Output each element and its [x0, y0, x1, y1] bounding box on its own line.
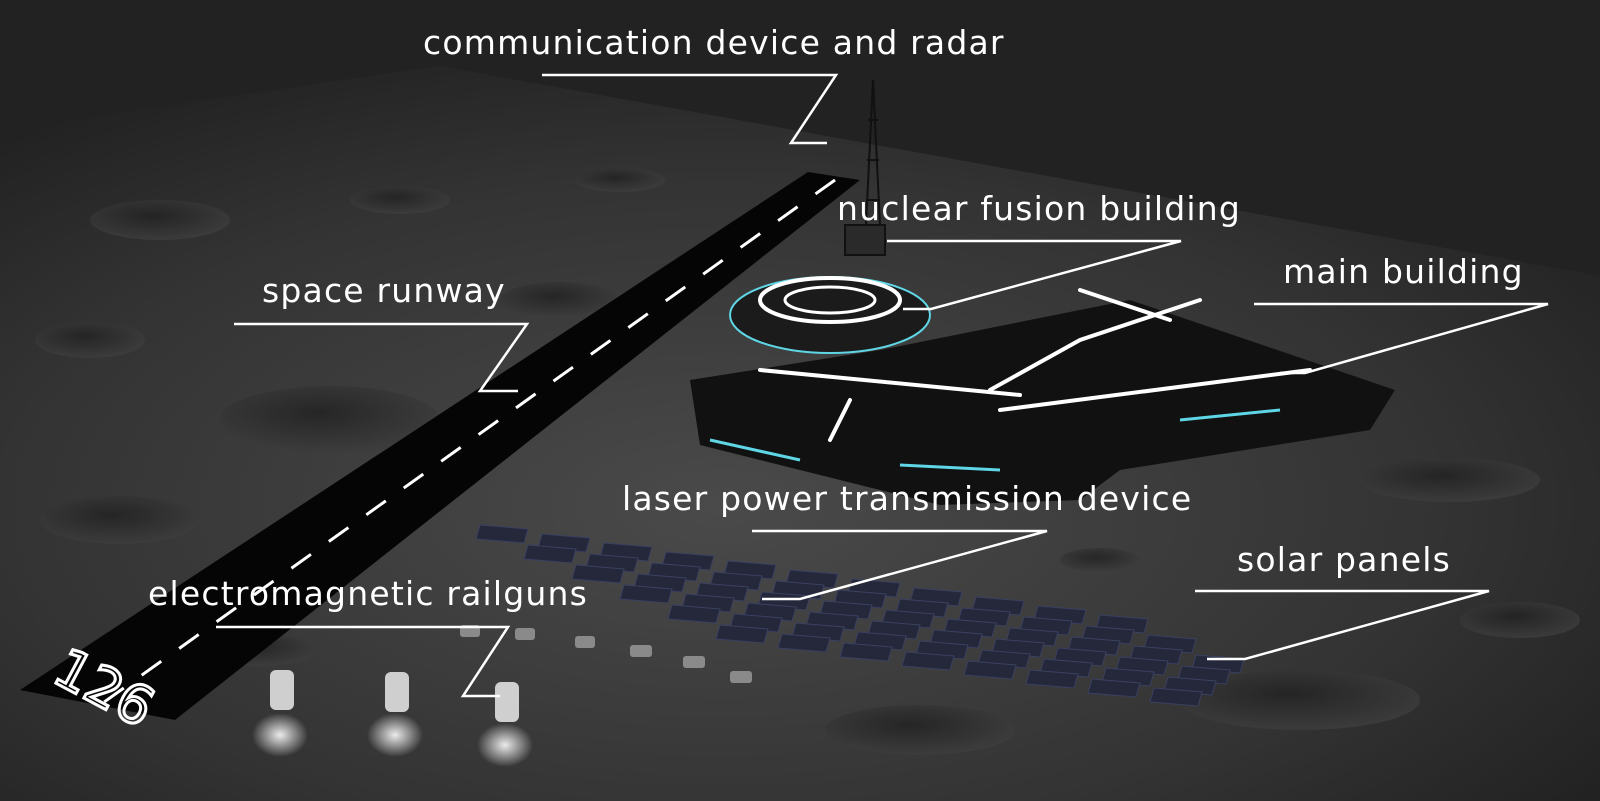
callout-fusion: [887, 239, 1182, 311]
callout-runway: [234, 322, 530, 393]
solar-panel: [1087, 678, 1141, 698]
solar-panel: [963, 660, 1017, 680]
solar-panel: [523, 544, 577, 564]
solar-panel: [1025, 669, 1079, 689]
runway-centerline: [99, 178, 836, 707]
craters: [35, 168, 1580, 755]
solar-panel: [901, 651, 955, 671]
solar-panel: [715, 624, 769, 644]
callout-railguns: [216, 625, 511, 698]
callout-lines: [216, 73, 1549, 698]
space-runway: [20, 172, 860, 720]
label-space-runway: space runway: [262, 271, 506, 310]
solar-panel-array: [475, 524, 1245, 707]
solar-panel: [475, 524, 529, 544]
callout-communication: [542, 73, 839, 145]
label-nuclear-fusion-building: nuclear fusion building: [837, 189, 1241, 228]
solar-panel: [1149, 687, 1203, 707]
railgun-turrets: [460, 625, 752, 683]
label-electromagnetic-railguns: electromagnetic railguns: [148, 574, 589, 613]
main-complex: [690, 276, 1395, 505]
communication-tower: [844, 79, 886, 256]
solar-panel: [619, 584, 673, 604]
callout-main: [1254, 302, 1549, 375]
label-solar-panels: solar panels: [1237, 540, 1451, 579]
label-laser-power-transmission: laser power transmission device: [622, 479, 1193, 518]
callout-laser: [752, 529, 1048, 601]
solar-panel: [839, 642, 893, 662]
robots: [252, 670, 533, 767]
label-communication-device: communication device and radar: [423, 23, 1005, 62]
solar-panel: [667, 604, 721, 624]
solar-panel: [571, 564, 625, 584]
label-main-building: main building: [1283, 252, 1524, 291]
solar-panel: [777, 633, 831, 653]
callout-solar: [1195, 589, 1490, 661]
